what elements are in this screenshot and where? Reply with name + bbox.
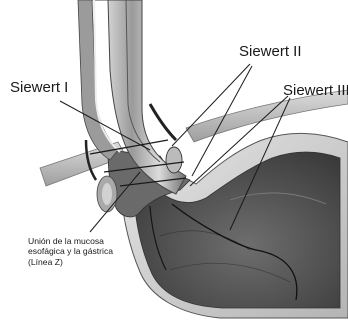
- label-siewert-1: Siewert I: [10, 80, 68, 96]
- label-line-z-line2: esofágica y la gástrica: [28, 246, 146, 256]
- label-line-z-line1: Unión de la mucosa: [28, 236, 146, 246]
- label-line-z: Unión de la mucosa esofágica y la gástri…: [28, 236, 146, 267]
- label-siewert-2: Siewert II: [239, 44, 302, 60]
- label-siewert-3: Siewert III: [283, 83, 348, 99]
- label-line-z-line3: (Línea Z): [28, 257, 146, 267]
